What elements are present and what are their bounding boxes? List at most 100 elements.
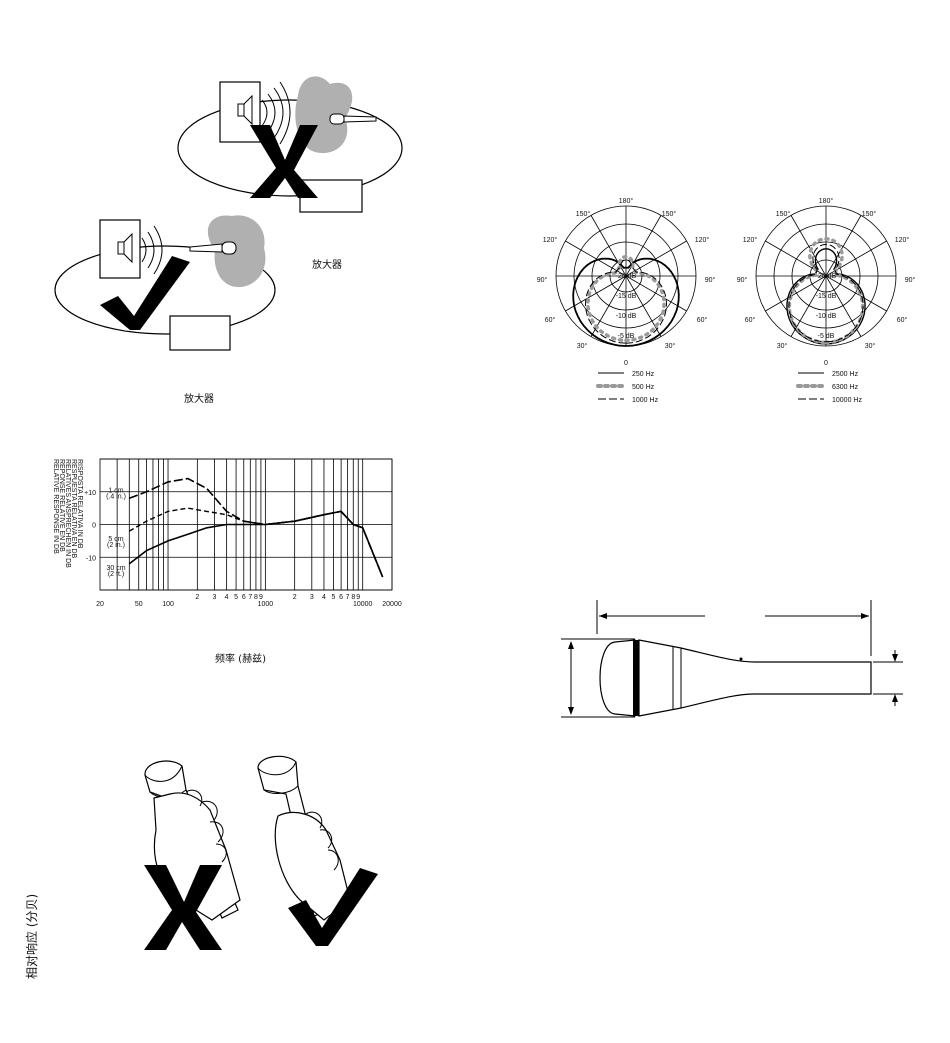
angle-label: 60°: [745, 316, 756, 324]
microphone-icon: [189, 241, 237, 255]
wrong-x-icon: [250, 125, 318, 198]
angle-label: 150°: [662, 210, 677, 218]
y-tick-label: 0: [92, 523, 96, 530]
series-label: (2 in.): [107, 542, 125, 549]
microphone-dimension-drawing: [561, 600, 903, 718]
angle-label: 60°: [545, 316, 556, 324]
x-tick-label: 50: [135, 601, 143, 608]
microphone-icon: [329, 113, 377, 125]
x-tick-label: 1000: [258, 601, 274, 608]
series-label: 30 cm: [106, 565, 125, 572]
side-label: RELATIVES ANSPRECHEN IN DB: [64, 459, 71, 568]
x-tick-label: 5: [331, 594, 335, 601]
ring-label: -15 dB: [616, 293, 637, 300]
speaker-cabinet: [219, 81, 261, 143]
microphone-body: [599, 639, 636, 717]
angle-label: 90°: [705, 276, 716, 284]
x-tick-label: 2: [195, 594, 199, 601]
series-label: 5 cm: [108, 536, 123, 543]
polar-pattern-chart-high: 180° 150° 150° 120° 120° 90° 90° 60° 60° 30° 30° 0 -…: [737, 197, 916, 404]
x-tick-label: 8: [351, 594, 355, 601]
speaker-cabinet: [99, 219, 141, 279]
angle-label: 90°: [905, 276, 916, 284]
x-tick-label: 3: [310, 594, 314, 601]
legend-label: 10000 Hz: [832, 397, 862, 404]
angle-label: 30°: [665, 342, 676, 350]
y-tick-label: -10: [86, 555, 96, 562]
x-tick-label: 10000: [353, 601, 373, 608]
legend-label: 6300 Hz: [832, 384, 859, 391]
angle-label: 60°: [897, 316, 908, 324]
legend-label: 2500 Hz: [832, 371, 859, 378]
legend-label: 1000 Hz: [632, 397, 659, 404]
legend-label: 500 Hz: [632, 384, 655, 391]
x-tick-label: 6: [242, 594, 246, 601]
x-tick-label: 7: [346, 594, 350, 601]
x-tick-label: 6: [339, 594, 343, 601]
wrong-placement-scenario: [177, 76, 403, 213]
angle-label: 150°: [776, 210, 791, 218]
x-tick-label: 9: [356, 594, 360, 601]
ring-label: -15 dB: [816, 293, 837, 300]
amp-label-bottom: 放大器: [184, 392, 214, 405]
ring-label: -20 dB: [616, 273, 637, 280]
correct-check-icon: [288, 868, 378, 946]
angle-label: 30°: [577, 342, 588, 350]
side-label: RELATIVE RESPONSE IN DB: [52, 459, 59, 554]
angle-label: 120°: [743, 236, 758, 244]
angle-label: 180°: [819, 197, 834, 205]
grip-illustration: [144, 755, 378, 950]
legend-label: 250 Hz: [632, 371, 655, 378]
angle-label: 150°: [862, 210, 877, 218]
angle-label: 120°: [695, 236, 710, 244]
wrong-grip: [144, 760, 241, 950]
series-label: 1 cm: [108, 487, 123, 494]
y-tick-label: +10: [84, 490, 96, 497]
polar-pattern-line: [572, 257, 680, 347]
angle-label: 30°: [865, 342, 876, 350]
angle-label: 90°: [737, 276, 748, 284]
polar-spoke: [590, 215, 662, 337]
series-line: [128, 510, 384, 578]
polar-pattern-line: [584, 259, 668, 344]
x-tick-label: 5: [234, 594, 238, 601]
x-tick-label: 2: [293, 594, 297, 601]
angle-label: 60°: [697, 316, 708, 324]
angle-label: 90°: [537, 276, 548, 284]
amplifier-box: [169, 315, 231, 351]
polar-pattern-line: [788, 243, 864, 343]
x-tick-label: 20: [96, 601, 104, 608]
ring-label: -5 dB: [818, 333, 835, 340]
angle-label: 120°: [543, 236, 558, 244]
feedback-diagram: 放大器 放大器: [54, 76, 403, 405]
angle-label: 0: [824, 360, 828, 367]
wrong-x-icon: [144, 865, 222, 950]
x-tick-label: 7: [248, 594, 252, 601]
x-axis-label: 频率 (赫兹): [215, 652, 266, 665]
x-tick-label: 9: [259, 594, 263, 601]
series-label: (.4 in.): [106, 493, 126, 500]
x-tick-label: 8: [254, 594, 258, 601]
angle-label: 150°: [576, 210, 591, 218]
polar-pattern-line: [787, 237, 865, 345]
polar-spoke: [790, 215, 862, 337]
x-tick-label: 20000: [382, 601, 402, 608]
x-tick-label: 4: [225, 594, 229, 601]
polar-pattern-line: [586, 254, 666, 343]
y-axis-label: 相对响应 (分贝): [24, 894, 39, 979]
correct-check-icon: [100, 256, 190, 330]
side-label: REPONSE RELATIVE EN DB: [58, 459, 65, 552]
correct-grip: [257, 755, 378, 946]
angle-label: 30°: [777, 342, 788, 350]
angle-label: 120°: [895, 236, 910, 244]
ring-label: -10 dB: [616, 313, 637, 320]
ring-label: -20 dB: [816, 273, 837, 280]
correct-placement-scenario: [54, 215, 276, 351]
ring-label: -10 dB: [816, 313, 837, 320]
x-tick-label: 3: [213, 594, 217, 601]
x-tick-label: 100: [162, 601, 174, 608]
series-label: (2 ft.): [108, 571, 124, 578]
pickup-pattern-shape: [207, 215, 266, 288]
